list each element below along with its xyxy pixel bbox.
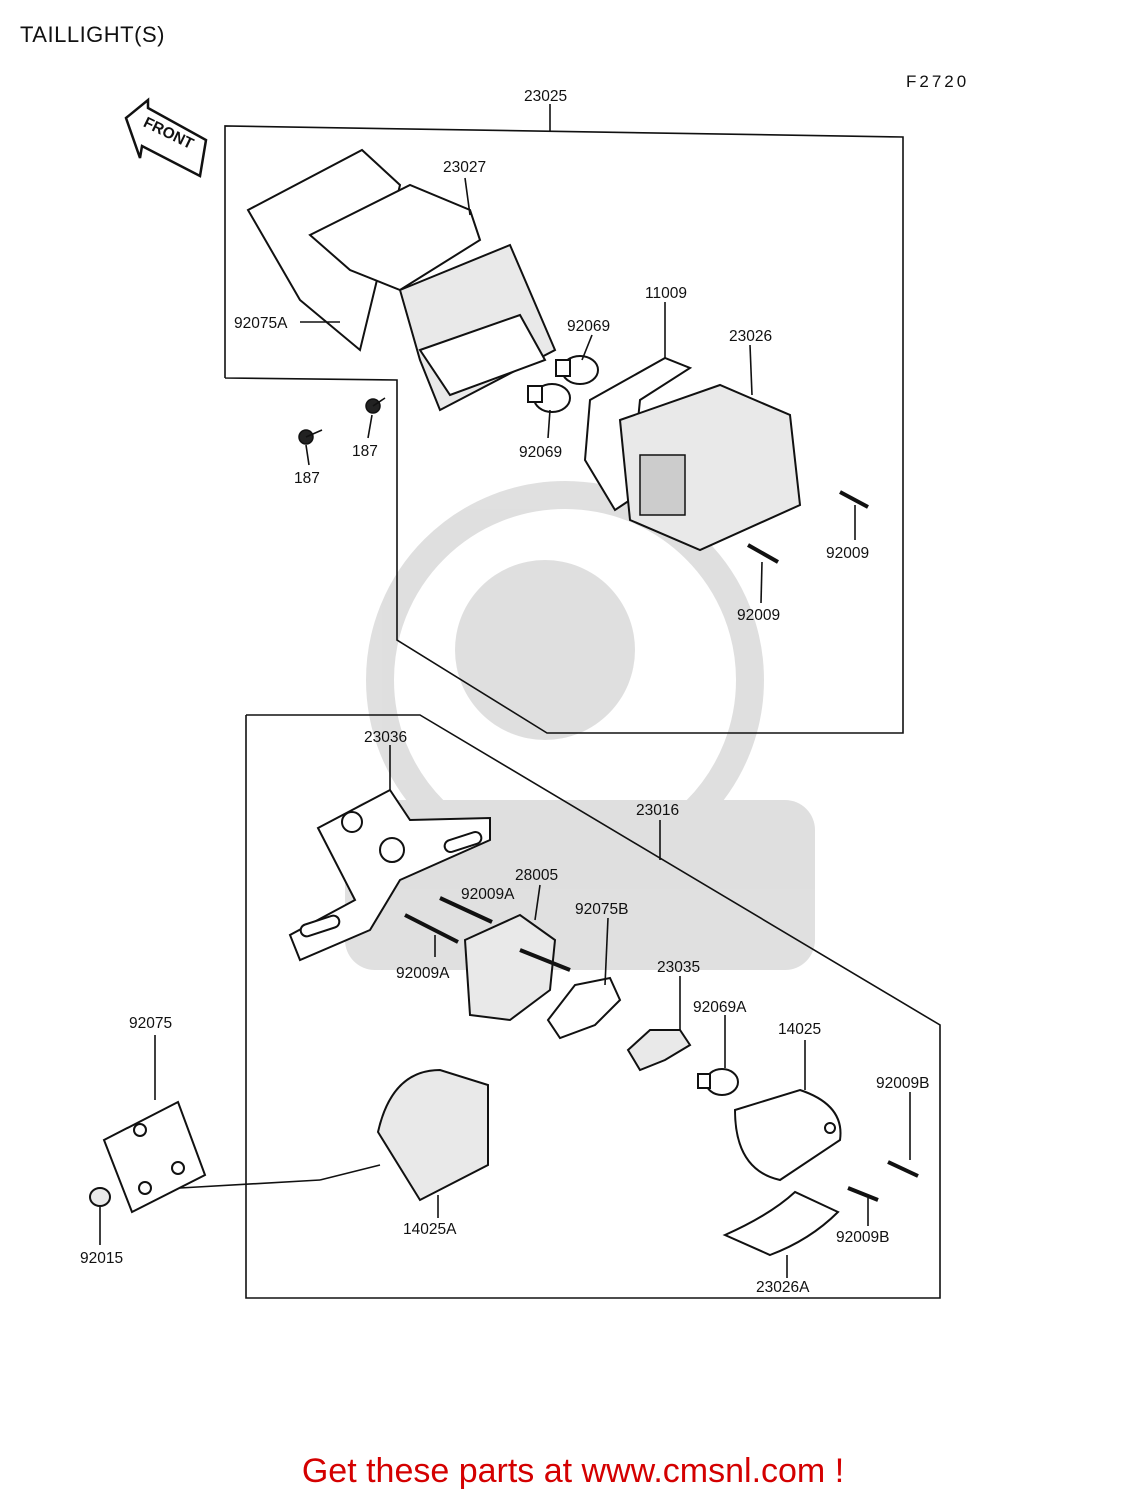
- front-arrow-icon: FRONT: [124, 97, 208, 178]
- label-92075: 92075: [129, 1015, 172, 1032]
- screw-187-right: [365, 397, 386, 414]
- label-23016: 23016: [636, 802, 679, 819]
- label-92069A: 92069A: [693, 999, 747, 1016]
- seal-92075B: [546, 976, 622, 1040]
- housing-28005: [463, 913, 571, 1022]
- diagram-title: TAILLIGHT(S): [20, 22, 165, 47]
- label-28005: 28005: [515, 867, 558, 884]
- lens-23026: [618, 383, 802, 552]
- leader-lines: [99, 177, 911, 1278]
- bolt-92009A-upper: [439, 896, 493, 924]
- label-187-right: 187: [352, 443, 378, 460]
- screw-92009-right: [839, 490, 869, 509]
- bulb-92069A: [697, 1068, 739, 1096]
- plate-92075: [102, 1100, 207, 1214]
- figure-code: F2720: [906, 72, 970, 91]
- label-92009A-upper: 92009A: [461, 886, 515, 903]
- label-92009-bottom: 92009: [737, 607, 780, 624]
- label-92009B-upper: 92009B: [876, 1075, 929, 1092]
- license-bracket-23036: [288, 788, 491, 962]
- assembly-bracket-23025: [224, 104, 904, 734]
- socket-23035: [626, 1029, 692, 1072]
- label-187-left: 187: [294, 470, 320, 487]
- label-23026A: 23026A: [756, 1279, 810, 1296]
- label-92009-right: 92009: [826, 545, 869, 562]
- label-14025A: 14025A: [403, 1221, 457, 1238]
- bolt-92009A-lower: [404, 913, 459, 944]
- label-23026: 23026: [729, 328, 772, 345]
- grommet-92015: [89, 1187, 111, 1207]
- lamp-base-14025A: [319, 1068, 489, 1202]
- screw-92009-bottom: [747, 543, 779, 564]
- label-92075A: 92075A: [234, 315, 288, 332]
- license-lamp-14025: [733, 1088, 842, 1182]
- label-23035: 23035: [657, 959, 700, 976]
- bulb-92069-upper: [555, 355, 599, 385]
- screw-92009B-upper: [887, 1160, 919, 1178]
- label-92069-lower: 92069: [519, 444, 562, 461]
- tail-cover-23027: [246, 148, 557, 412]
- screw-187-left: [298, 429, 323, 445]
- label-11009: 11009: [645, 285, 687, 302]
- footer-link[interactable]: Get these parts at www.cmsnl.com !: [301, 1452, 845, 1490]
- label-23025: 23025: [524, 88, 567, 105]
- screw-92009B-lower: [847, 1186, 879, 1202]
- label-92069-upper: 92069: [567, 318, 610, 335]
- label-23036: 23036: [364, 729, 407, 746]
- lens-cover-23026A: [722, 1190, 840, 1257]
- label-14025: 14025: [778, 1021, 821, 1038]
- assembly-bracket-23016: [245, 714, 941, 1299]
- label-92015: 92015: [80, 1250, 123, 1267]
- bulb-92069-lower: [527, 383, 571, 413]
- label-92009B-lower: 92009B: [836, 1229, 889, 1246]
- label-92075B: 92075B: [575, 901, 628, 918]
- label-23027: 23027: [443, 159, 486, 176]
- parts-diagram: FRONT: [80, 88, 941, 1299]
- label-92009A-lower: 92009A: [396, 965, 450, 982]
